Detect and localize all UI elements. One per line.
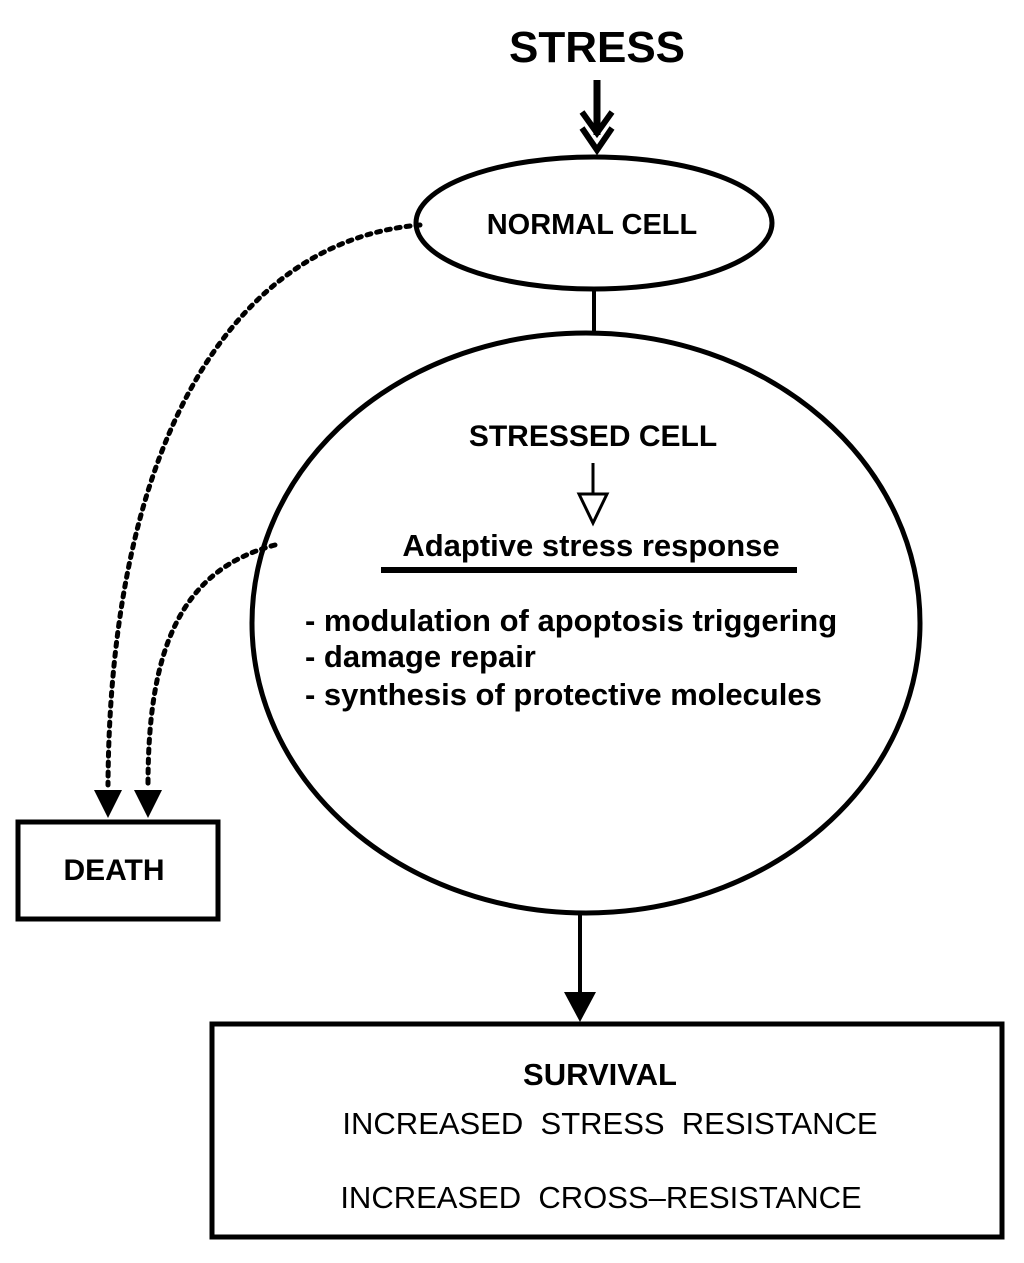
survival-line-1: INCREASED STRESS RESISTANCE — [342, 1106, 877, 1141]
death-box — [15, 819, 221, 922]
survival-line-2: INCREASED CROSS–RESISTANCE — [340, 1180, 861, 1215]
stressed-cell-label: STRESSED CELL — [469, 420, 717, 453]
response-title: Adaptive stress response — [402, 528, 779, 563]
response-item-3: - synthesis of protective molecules — [305, 677, 822, 712]
stressed-cell-ellipse — [249, 330, 923, 916]
survival-label: SURVIVAL — [523, 1057, 677, 1092]
stress-title: STRESS — [509, 23, 685, 72]
stressed-to-death-dotted-arrow — [134, 542, 278, 818]
normal-cell-label: NORMAL CELL — [487, 209, 698, 241]
response-item-2: - damage repair — [305, 639, 536, 674]
stress-double-arrow — [579, 80, 615, 156]
death-label: DEATH — [63, 854, 164, 887]
hollow-arrow — [576, 463, 610, 527]
response-item-1: - modulation of apoptosis triggering — [305, 603, 837, 638]
survival-box — [209, 1021, 1005, 1240]
normal-to-death-dotted-arrow — [94, 222, 423, 818]
stressed-to-survival-arrow — [564, 913, 596, 1022]
